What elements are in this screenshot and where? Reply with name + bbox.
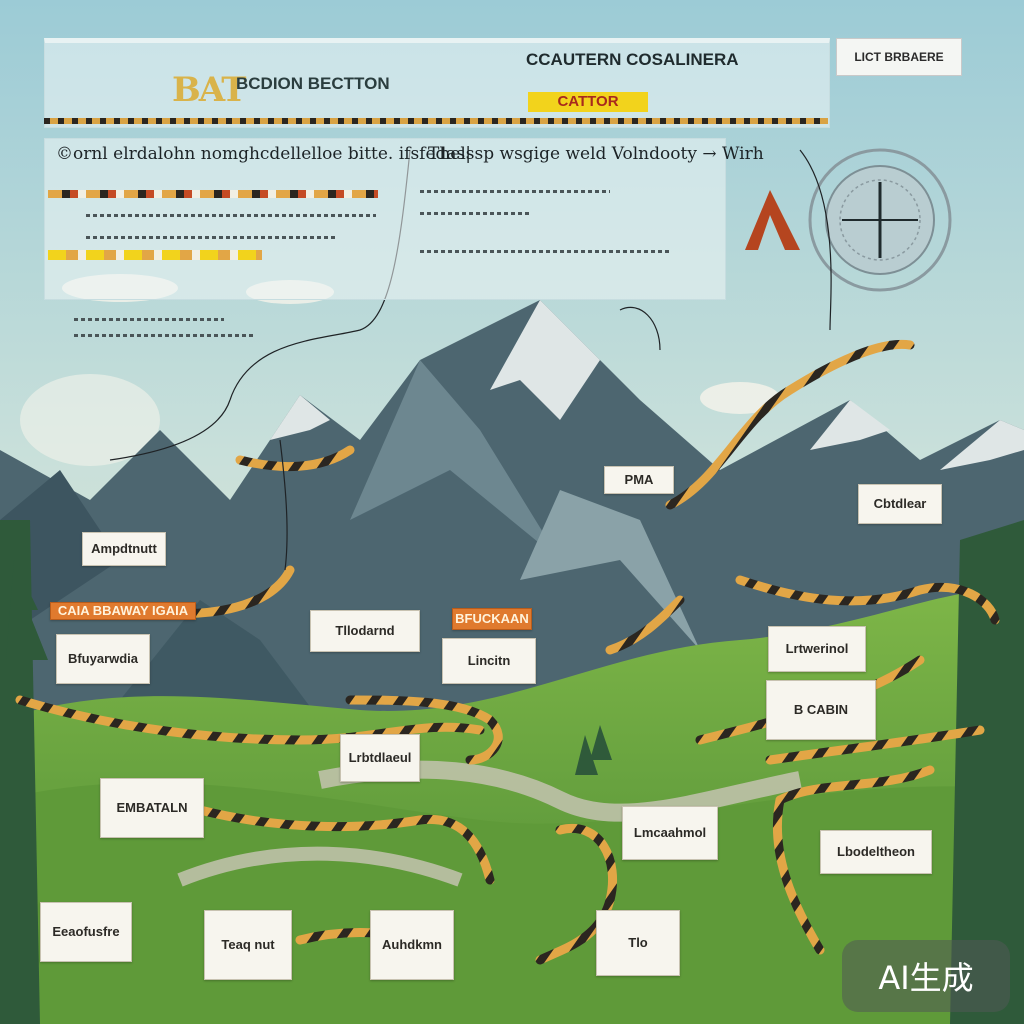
peak-symbol-icon	[745, 190, 800, 250]
header-caption: CATTOR	[528, 92, 648, 112]
forest	[0, 520, 1024, 1024]
color-legend-strip	[48, 190, 378, 198]
text-line-placeholder	[420, 190, 610, 193]
text-line-placeholder	[86, 214, 376, 217]
header-title-main: BAT	[172, 70, 247, 110]
trail-sign: Lrbtdlaeul	[340, 734, 420, 782]
trail-sign: Teaq nut	[204, 910, 292, 980]
text-line-placeholder	[420, 212, 530, 215]
trail-sign: Lrtwerinol	[768, 626, 866, 672]
trail-sign: Tlo	[596, 910, 680, 976]
compass-icon	[808, 148, 952, 292]
text-line-placeholder	[74, 318, 224, 321]
header-divider	[44, 118, 828, 124]
trail-sign: Cbtdlear	[858, 484, 942, 524]
trail-sign: BFUCKAAN	[452, 608, 532, 630]
header-title-sub: BCDION BECTTON	[236, 74, 390, 93]
trail-sign: Tllodarnd	[310, 610, 420, 652]
trail-sign: EMBATALN	[100, 778, 204, 838]
trail-sign: PMA	[604, 466, 674, 494]
header-title-right: CCAUTERN COSALINERA	[526, 50, 739, 69]
subhead-left: ©ornl elrdalohn nomghcdellelloe bitte. i…	[56, 144, 471, 164]
trail-sign: Ampdtnutt	[82, 532, 166, 566]
color-legend-strip-2	[48, 250, 262, 260]
corner-card: LICT BRBAERE	[836, 38, 962, 76]
trail-sign: Auhdkmn	[370, 910, 454, 980]
info-panel	[44, 138, 726, 300]
watermark-badge: AI生成	[842, 940, 1010, 1012]
text-line-placeholder	[420, 250, 670, 253]
subhead-right: Thelssp wsgige weld Volndooty → Wirh	[428, 144, 764, 164]
trail-sign: Bfuyarwdia	[56, 634, 150, 684]
text-line-placeholder	[74, 334, 254, 337]
text-line-placeholder	[86, 236, 336, 239]
trail-sign: CAIA BBAWAY IGAIA	[50, 602, 196, 620]
trail-sign: Eeaofusfre	[40, 902, 132, 962]
trail-sign: B CABIN	[766, 680, 876, 740]
header-panel	[44, 38, 830, 128]
trail-sign: Lincitn	[442, 638, 536, 684]
trail-sign: Lbodeltheon	[820, 830, 932, 874]
trail-sign: Lmcaahmol	[622, 806, 718, 860]
